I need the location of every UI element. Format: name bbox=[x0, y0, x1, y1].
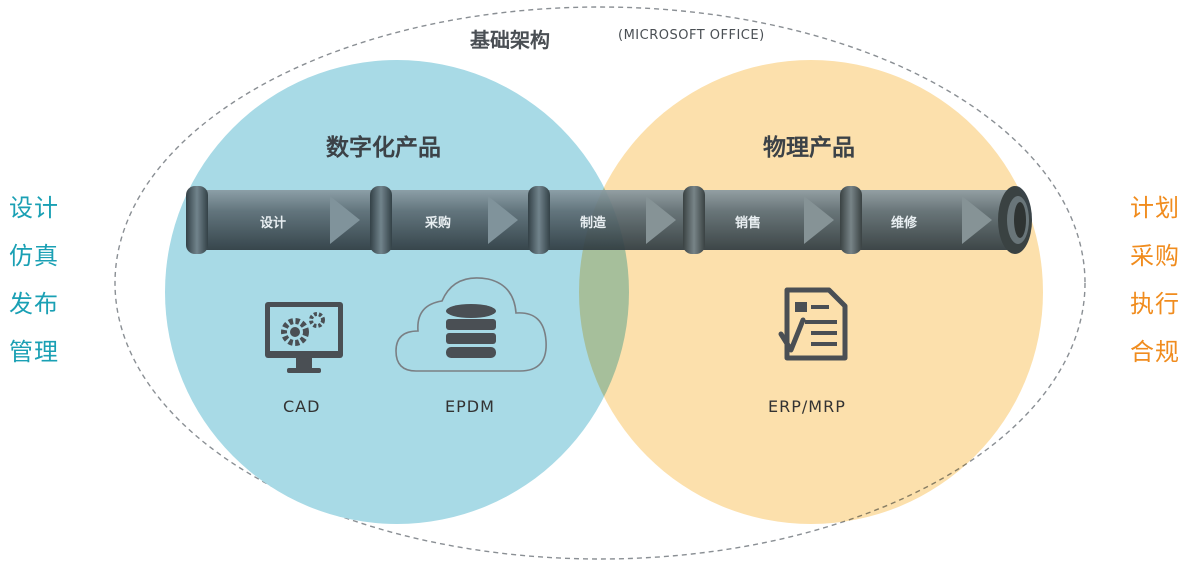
cloud-database-icon bbox=[395, 277, 547, 372]
pipeline-arrow bbox=[962, 196, 992, 244]
pipe-coupling bbox=[683, 186, 705, 254]
left-list-item: 仿真 bbox=[9, 242, 59, 270]
pipeline-stage-label: 制造 bbox=[580, 216, 607, 231]
infrastructure-subtitle: (MICROSOFT OFFICE) bbox=[618, 28, 765, 43]
pipe-coupling bbox=[528, 186, 550, 254]
design-activities-list: 设计 仿真 发布 管理 bbox=[9, 184, 59, 376]
infrastructure-title: 基础架构 bbox=[470, 28, 550, 52]
right-list-item: 执行 bbox=[1130, 290, 1180, 318]
system-label-epdm: EPDM bbox=[445, 397, 495, 416]
system-label-cad: CAD bbox=[283, 397, 321, 416]
left-list-item: 管理 bbox=[9, 338, 59, 366]
pipeline-arrow bbox=[804, 196, 834, 244]
right-list-item: 采购 bbox=[1130, 242, 1180, 270]
left-list-item: 发布 bbox=[9, 290, 59, 318]
pipe-coupling bbox=[186, 186, 208, 254]
physical-product-title: 物理产品 bbox=[763, 135, 855, 161]
right-list-item: 合规 bbox=[1130, 338, 1180, 366]
digital-product-title: 数字化产品 bbox=[326, 135, 441, 161]
pipeline-stage-label: 设计 bbox=[260, 216, 287, 231]
pipeline-stage-label: 维修 bbox=[891, 216, 918, 231]
system-label-erp: ERP/MRP bbox=[768, 397, 846, 416]
infrastructure-boundary bbox=[114, 6, 1086, 560]
pipeline-arrow bbox=[330, 196, 360, 244]
pipeline-arrow bbox=[488, 196, 518, 244]
pipeline-stage-label: 销售 bbox=[735, 216, 762, 231]
pipe-coupling bbox=[370, 186, 392, 254]
left-list-item: 设计 bbox=[9, 194, 59, 222]
pipeline-arrow bbox=[646, 196, 676, 244]
checklist-document-icon bbox=[778, 287, 848, 361]
pipe-end-opening bbox=[998, 186, 1032, 254]
pipeline-stage-label: 采购 bbox=[425, 216, 452, 231]
operations-activities-list: 计划 采购 执行 合规 bbox=[1130, 184, 1180, 376]
pipeline bbox=[186, 186, 1032, 254]
digital-product-circle bbox=[165, 60, 629, 524]
right-list-item: 计划 bbox=[1130, 194, 1180, 222]
monitor-gears-icon bbox=[265, 302, 343, 373]
pipe-coupling bbox=[840, 186, 862, 254]
